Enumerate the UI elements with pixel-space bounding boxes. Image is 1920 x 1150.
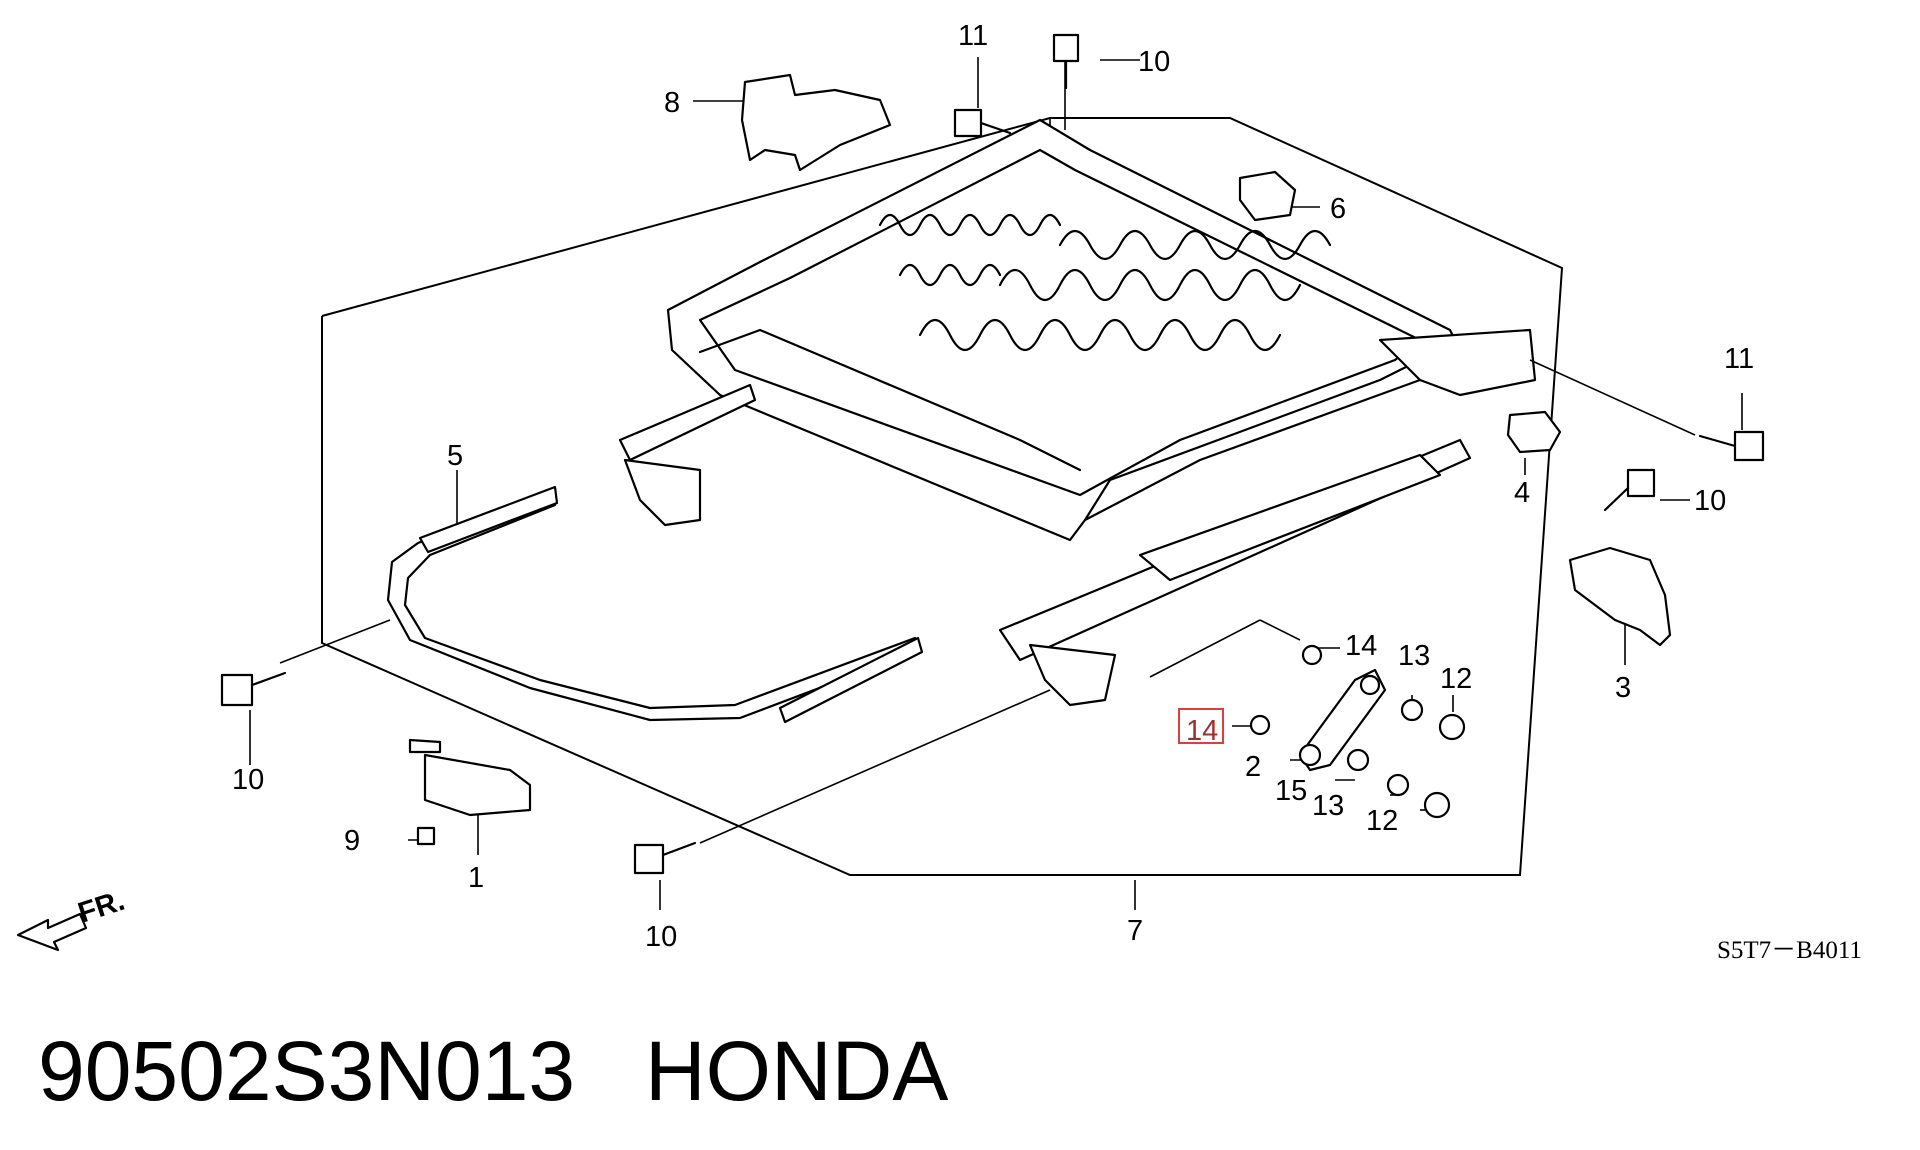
callout-10-top: 10	[1138, 46, 1170, 78]
callout-10-right: 10	[1694, 485, 1726, 517]
callout-3: 3	[1615, 672, 1631, 704]
callout-11-top: 11	[958, 20, 988, 52]
part-number: 90502S3N013	[38, 1024, 575, 1118]
seat-rails	[618, 383, 1472, 707]
callout-15: 15	[1275, 775, 1307, 807]
callout-13-upper: 13	[1398, 640, 1430, 672]
callout-10-bottom: 10	[645, 921, 677, 953]
highlight-box	[1178, 708, 1224, 744]
callout-labels: 8 11 10 6 11 4 10 3 5 10 9 1 10 7 14 13 …	[232, 20, 1754, 953]
callout-11-right: 11	[1724, 343, 1754, 375]
callout-7: 7	[1127, 915, 1143, 947]
callout-14-upper: 14	[1345, 630, 1377, 662]
front-direction-arrow: FR.	[16, 885, 129, 952]
footer: 90502S3N013 HONDA	[38, 1024, 948, 1118]
callout-12-lower: 12	[1366, 805, 1398, 837]
diagram-code: S5T7－B4011	[1717, 937, 1862, 964]
callout-2: 2	[1245, 751, 1261, 783]
callout-10-left: 10	[232, 764, 264, 796]
front-label: FR.	[74, 885, 128, 930]
callout-12-upper: 12	[1440, 663, 1472, 695]
callout-8: 8	[664, 87, 680, 119]
brand-name: HONDA	[645, 1024, 948, 1118]
towel-bar	[386, 485, 924, 724]
callout-1: 1	[468, 862, 484, 894]
callout-6: 6	[1330, 193, 1346, 225]
seat-frame	[666, 118, 1537, 542]
small-parts	[220, 33, 1765, 875]
callout-13-lower: 13	[1312, 790, 1344, 822]
callout-14-highlighted: 14	[1186, 715, 1218, 747]
seat-springs	[878, 213, 1332, 352]
callout-9: 9	[344, 825, 360, 857]
callout-5: 5	[447, 440, 463, 472]
callout-4: 4	[1514, 477, 1530, 509]
